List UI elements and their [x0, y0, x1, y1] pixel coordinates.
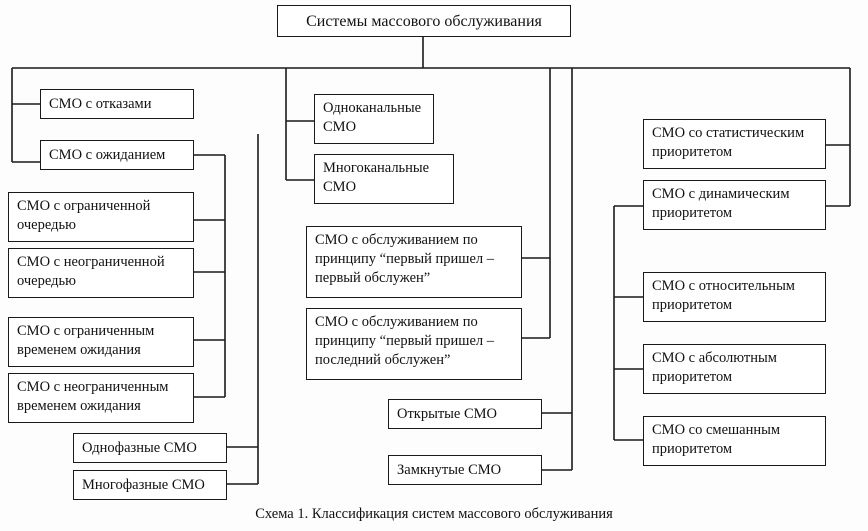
node-fifo: СМО с обслуживанием по принципу “первый … [306, 226, 522, 298]
node-lifo: СМО с обслуживанием по принципу “первый … [306, 308, 522, 380]
node-zamk: Замкнутые СМО [388, 455, 542, 485]
node-ogr-och: СМО с ограниченной очередью [8, 192, 194, 242]
figure-caption: Схема 1. Классификация систем массового … [255, 506, 613, 522]
node-otnos: СМО с относительным приоритетом [643, 272, 826, 322]
node-stat: СМО со статистическим приоритетом [643, 119, 826, 169]
node-neogr-vr: СМО с неограниченным временем ожидания [8, 373, 194, 423]
node-neogr-och: СМО с неограниченной очередью [8, 248, 194, 298]
root-node: Системы массового обслуживания [277, 5, 571, 37]
node-otkaz: СМО с отказами [40, 89, 194, 119]
node-smesh: СМО со смешанным приоритетом [643, 416, 826, 466]
node-mnogofaz: Многофазные СМО [73, 470, 227, 500]
node-odnofaz: Однофазные СМО [73, 433, 227, 463]
node-otkr: Открытые СМО [388, 399, 542, 429]
node-mnogokan: Многоканальные СМО [314, 154, 454, 204]
node-dinam: СМО с динамическим приоритетом [643, 180, 826, 230]
node-ogr-vr: СМО с ограниченным временем ожидания [8, 317, 194, 367]
node-ozhid: СМО с ожиданием [40, 140, 194, 170]
node-odnokan: Одноканальные СМО [314, 94, 434, 144]
node-absol: СМО с абсолютным приоритетом [643, 344, 826, 394]
